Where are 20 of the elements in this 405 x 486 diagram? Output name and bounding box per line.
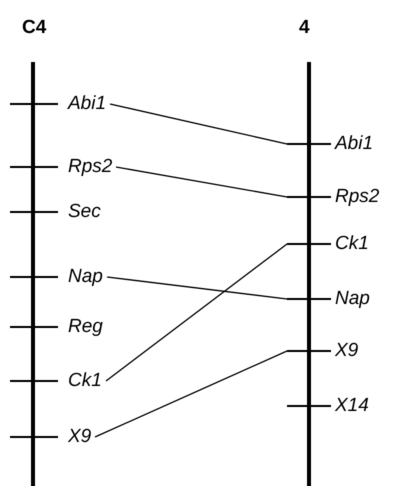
locus-label: Nap [335,287,370,311]
locus-label: Nap [68,265,103,289]
locus-label: Abi1 [68,92,106,116]
locus-label: Ck1 [68,369,102,393]
chromosome-label: 4 [299,16,310,40]
connector-line [106,276,288,300]
locus-label: Reg [68,315,103,339]
locus-label: Abi1 [335,132,374,156]
connector-line [106,243,288,382]
chromosome-label: C4 [22,16,46,40]
connector-line [94,350,288,438]
connector-line [110,103,288,145]
locus-label: Rps2 [68,155,112,179]
locus-label: Sec [68,200,101,224]
locus-label: X9 [68,425,92,449]
locus-label: X9 [335,339,358,363]
connector-line [116,166,288,198]
locus-label: X14 [335,394,369,418]
locus-label: Ck1 [335,232,369,256]
locus-label: Rps2 [335,185,380,209]
